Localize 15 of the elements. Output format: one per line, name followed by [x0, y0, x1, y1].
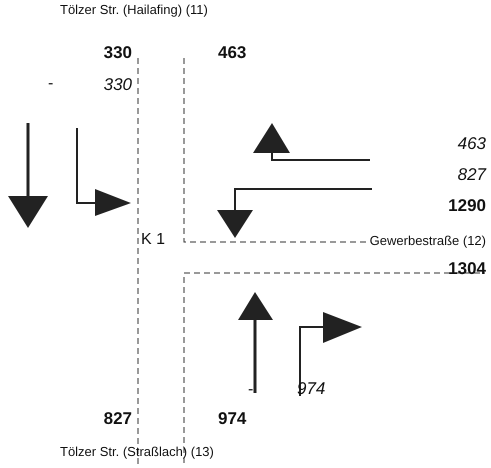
traffic-count: 1304 — [448, 260, 486, 277]
street-name: Tölzer Str. (Hailafing) (11) — [60, 3, 208, 16]
street-name: Gewerbestraße (12) — [370, 234, 486, 247]
junction-label: K 1 — [141, 232, 166, 248]
dash-mark: - — [48, 76, 54, 92]
traffic-count: 974 — [218, 410, 246, 427]
traffic-count: 330 — [104, 44, 132, 61]
traffic-count: 1290 — [448, 197, 486, 214]
turn-count: 463 — [458, 135, 486, 152]
traffic-count: 463 — [218, 44, 246, 61]
turn-count: 827 — [458, 166, 486, 183]
turn-count: 330 — [104, 76, 132, 93]
traffic-count: 827 — [104, 410, 132, 427]
street-name: Tölzer Str. (Straßlach) (13) — [60, 445, 214, 458]
dash-mark: - — [248, 382, 254, 398]
